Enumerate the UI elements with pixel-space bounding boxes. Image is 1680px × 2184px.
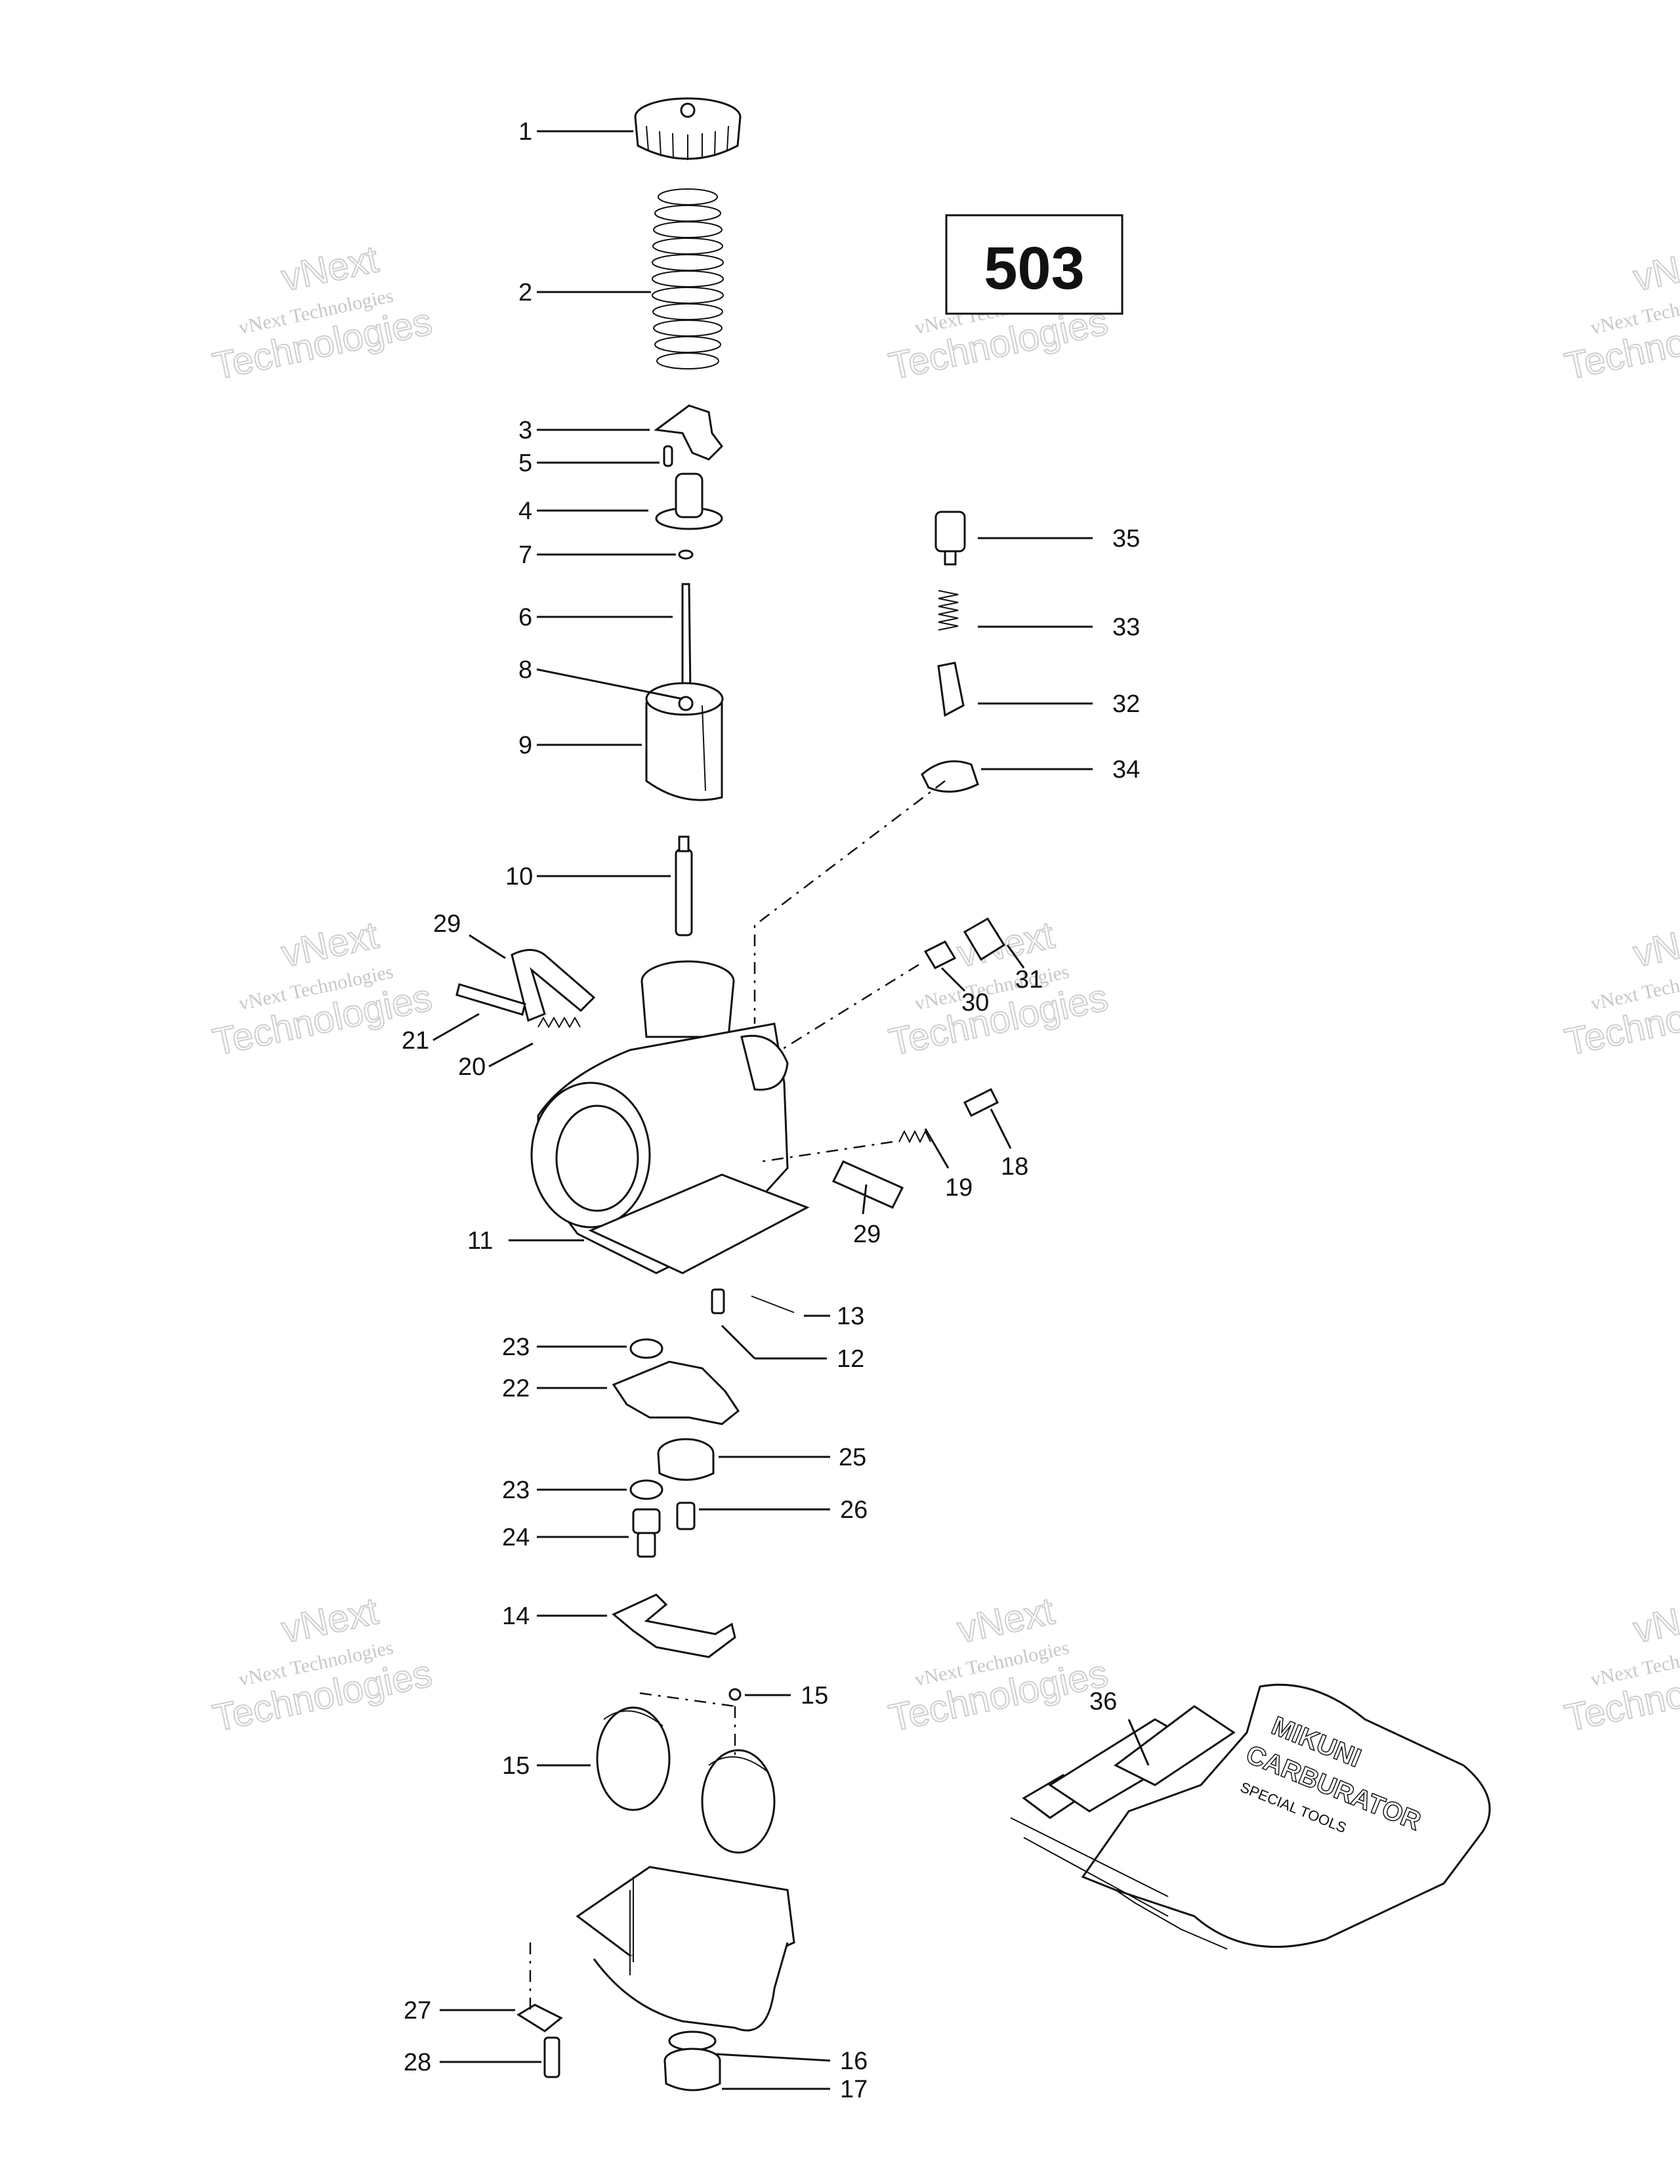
callout-6: 6	[518, 604, 532, 631]
diagram-code-box: 503	[945, 214, 1124, 315]
callout-24: 24	[502, 1524, 530, 1551]
part-27-plate	[516, 2004, 563, 2032]
watermark-line1: vNext	[1629, 914, 1680, 975]
callout-10: 10	[505, 863, 533, 891]
callout-18: 18	[1001, 1153, 1028, 1181]
callout-14: 14	[502, 1603, 530, 1630]
callout-23-lower: 23	[502, 1477, 530, 1504]
callout-25: 25	[839, 1444, 866, 1471]
part-26-jet	[676, 1502, 696, 1530]
callout-35: 35	[1112, 525, 1140, 553]
part-30-plug	[923, 940, 957, 969]
part-25-jet-holder	[657, 1438, 715, 1481]
callout-20: 20	[458, 1053, 486, 1081]
callout-30: 30	[961, 989, 989, 1017]
callout-11: 11	[467, 1227, 493, 1255]
part-28-screw	[543, 2036, 560, 2078]
callout-33: 33	[1112, 614, 1140, 641]
part-4-holder	[655, 472, 723, 530]
callout-22: 22	[502, 1375, 530, 1402]
part-17-drain-plug	[663, 2048, 721, 2091]
callout-1: 1	[518, 118, 532, 146]
part-10-needle-jet	[675, 835, 693, 936]
part-32-plunger	[937, 662, 965, 717]
leader-lines	[432, 130, 1150, 2090]
callout-28: 28	[404, 2049, 431, 2076]
callout-19: 19	[945, 1174, 973, 1202]
part-23-washer-upper	[629, 1338, 663, 1359]
diagram-code: 503	[984, 235, 1085, 302]
part-29-hose-upper	[511, 949, 596, 1022]
callout-23-upper: 23	[502, 1334, 530, 1361]
callout-13: 13	[837, 1303, 864, 1330]
part-34-plate	[921, 760, 979, 793]
callout-16: 16	[840, 2048, 868, 2075]
part-drawings	[455, 97, 1491, 2091]
part-14-float-arm	[612, 1593, 736, 1658]
callout-9: 9	[518, 732, 532, 759]
part-24-needle-valve	[632, 1508, 661, 1558]
callout-8: 8	[518, 656, 532, 684]
part-16-gasket	[668, 2030, 717, 2051]
part-1-cap	[634, 97, 742, 160]
part-3-plate	[654, 404, 723, 461]
part-18-screw	[963, 1087, 999, 1118]
callout-15-pin: 15	[801, 1682, 828, 1710]
callout-31: 31	[1015, 966, 1043, 994]
part-12-jet	[711, 1288, 725, 1314]
part-13-pin	[751, 1295, 795, 1313]
callout-4: 4	[518, 497, 532, 525]
part-23-washer-lower	[629, 1479, 663, 1500]
callout-29-upper: 29	[433, 910, 461, 938]
callout-2: 2	[518, 279, 532, 306]
watermark-line1: vNext	[1629, 1589, 1680, 1651]
callout-3: 3	[518, 417, 532, 444]
callout-29-lower: 29	[853, 1221, 881, 1248]
callout-17: 17	[840, 2076, 868, 2103]
part-31-cap	[963, 917, 1006, 961]
callout-labels: 1 2 3 5 4 7 6 8 9 10 29 21 20 11 35 33 3…	[402, 118, 1140, 2103]
part-36-tool-kit	[1010, 1683, 1491, 1950]
part-2-spring	[652, 188, 724, 369]
part-35-screw	[934, 511, 966, 566]
part-9-throttle-slide	[645, 682, 724, 801]
callout-12: 12	[837, 1345, 864, 1373]
alignment-lines	[529, 780, 946, 2015]
callout-7: 7	[518, 541, 532, 569]
part-15-float-left	[596, 1706, 671, 1811]
part-11-carb-body	[530, 960, 810, 1274]
part-29-hose-lower	[831, 1160, 904, 1209]
watermark-line1: vNext	[1629, 238, 1680, 299]
callout-27: 27	[404, 1997, 431, 2025]
part-15-pin	[728, 1688, 742, 1701]
part-15-float-right	[701, 1749, 776, 1854]
callout-34: 34	[1112, 756, 1140, 784]
part-21-screw	[455, 983, 526, 1016]
part-19-spring	[898, 1129, 931, 1144]
part-22-plate	[612, 1360, 740, 1425]
part-float-bowl	[576, 1866, 795, 2032]
part-20-spring	[537, 1016, 581, 1029]
callout-21: 21	[402, 1027, 429, 1055]
callout-36: 36	[1089, 1688, 1117, 1715]
callout-15-float: 15	[502, 1752, 530, 1780]
part-5-pin	[663, 445, 673, 467]
callout-26: 26	[840, 1496, 868, 1524]
part-33-spring	[938, 590, 959, 631]
part-7-clip	[678, 549, 694, 560]
callout-5: 5	[518, 450, 532, 477]
watermark-group: vNext vNext Technologies Technologies vN…	[209, 237, 1680, 1740]
callout-32: 32	[1112, 690, 1140, 718]
